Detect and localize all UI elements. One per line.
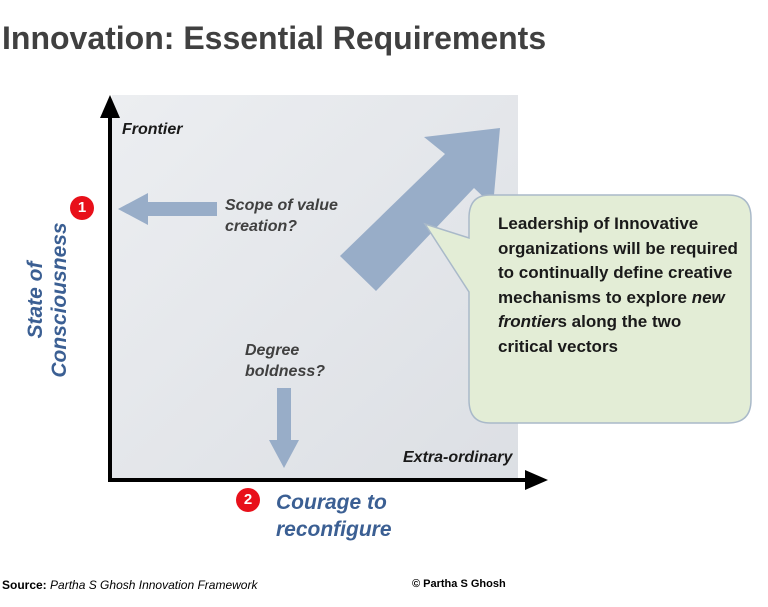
footer-source: Source: Partha S Ghosh Innovation Framew… [2, 578, 257, 592]
x-axis-arrowhead [525, 470, 548, 490]
source-label: Source: [2, 578, 47, 592]
copyright-text: © Partha S Ghosh [412, 578, 506, 590]
y-axis-label: State of Consciousness [24, 222, 71, 378]
y-axis-arrowhead [100, 95, 120, 118]
callout-text-main: Leadership of Innovative organizations w… [498, 214, 738, 307]
callout-bubble [423, 194, 752, 424]
scope-question: Scope of value creation? [225, 197, 338, 235]
source-text: Partha S Ghosh Innovation Framework [50, 578, 258, 592]
badge-one: 1 [70, 196, 94, 220]
badge-two: 2 [236, 488, 260, 512]
callout-text-italic: new frontier [498, 287, 725, 332]
degree-question: Degree boldness? [245, 342, 326, 380]
diagonal-growth-arrow [340, 128, 500, 291]
frontier-label: Frontier [122, 121, 183, 138]
page-title: Innovation: Essential Requirements [2, 20, 547, 56]
scope-arrow [118, 193, 217, 225]
degree-arrow [269, 388, 299, 468]
extra-ordinary-label: Extra-ordinary [403, 449, 513, 466]
callout-text-end: s along the two critical vectors [498, 312, 682, 356]
x-axis-label: Courage to reconfigure [276, 491, 392, 541]
callout-text: Leadership of Innovative organizations w… [498, 212, 738, 359]
